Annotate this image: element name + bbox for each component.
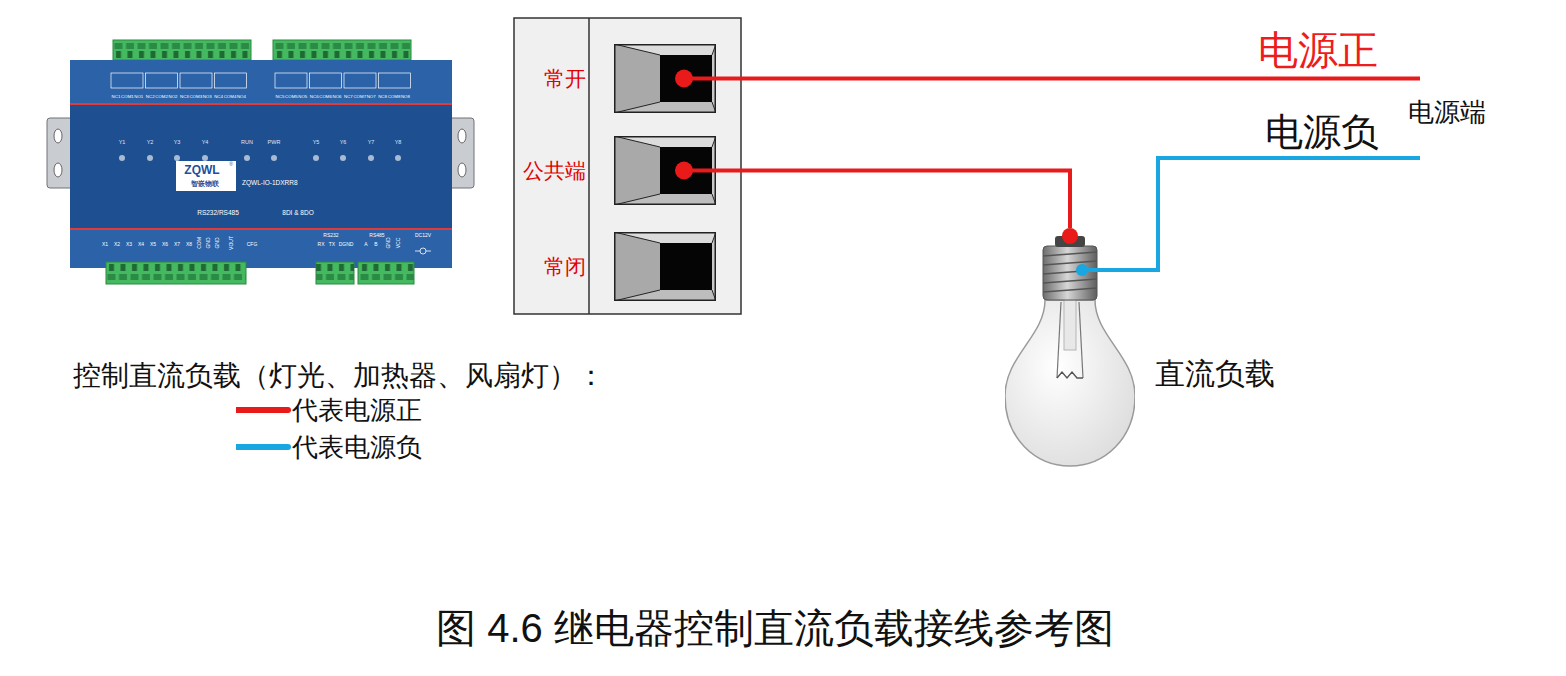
device-label: Y2 (147, 139, 154, 145)
device-label: TX (329, 242, 335, 248)
device-label: VCC (396, 238, 402, 249)
device-label: RUN (241, 139, 253, 145)
relay-pin-label: NC7 (344, 95, 353, 100)
legend-text: 代表电源负 (292, 430, 422, 465)
load-label: 直流负载 (1155, 357, 1275, 390)
device-label: COM (197, 237, 203, 249)
relay-pin-label: COM2 (155, 95, 168, 100)
legend-line (236, 442, 292, 452)
power-label: 电源正 (1258, 28, 1378, 72)
device-label: DGND (339, 242, 354, 248)
device-label: RX (318, 242, 325, 248)
device-label: X3 (126, 242, 132, 248)
device-label: B (374, 242, 377, 248)
device-body (70, 60, 452, 268)
legend-line (236, 405, 292, 415)
note-text: 控制直流负载（灯光、加热器、风扇灯）： (73, 361, 605, 392)
bulb-load: 直流负载 (1005, 228, 1135, 468)
relay-pin-label: NC8 (378, 95, 387, 100)
device-label: ZQWL (184, 164, 219, 177)
legend-text: 代表电源正 (292, 393, 422, 428)
relay-pin-label: COM4 (224, 95, 237, 100)
device-label: Y4 (202, 139, 209, 145)
figure-caption: 图 4.6 继电器控制直流负载接线参考图 (436, 606, 1114, 650)
terminal-block (106, 262, 414, 284)
device-label: Y8 (395, 139, 402, 145)
device-label: PWR (268, 139, 281, 145)
terminal-block (113, 40, 411, 60)
relay-pin-label: NO2 (168, 95, 177, 100)
relay-pin-label: NO1 (134, 95, 143, 100)
relay-pin-label: COM1 (121, 95, 134, 100)
relay-pin-label: NC4 (214, 95, 223, 100)
device-label: X1 (102, 242, 108, 248)
relay-pin-label: NO5 (298, 95, 307, 100)
device-label: 智嵌物联 (191, 180, 219, 188)
device-label: VOUT (229, 236, 235, 250)
relay-pin-label: NC1 (112, 95, 121, 100)
device-label: ZQWL-IO-1DXRR8 (242, 179, 298, 186)
terminal-label: 常闭 (544, 255, 586, 278)
power-label: 电源负 (1265, 112, 1379, 154)
terminal-symbol (614, 136, 716, 205)
device-label: Y6 (340, 139, 347, 145)
device-label: Y5 (313, 139, 320, 145)
terminal-symbol (614, 44, 716, 113)
relay-pin-label: NO7 (367, 95, 376, 100)
relay-pin-label: COM3 (189, 95, 202, 100)
legend-row: 代表电源负 (236, 429, 422, 465)
relay-housing (514, 18, 741, 314)
device-label: X5 (150, 242, 156, 248)
device-label: GND (386, 237, 392, 248)
device-label: GND (215, 237, 221, 248)
device-label: Y1 (119, 139, 126, 145)
device-label: Y3 (174, 139, 181, 145)
device-label: RS485 (369, 233, 384, 239)
device-label: A (364, 242, 367, 248)
relay-pin-label: COM7 (353, 95, 366, 100)
relay-pin-label: NO6 (332, 95, 341, 100)
device-label: CFG (247, 242, 258, 248)
bulb-symbol (1005, 228, 1135, 468)
negative-wire (1135, 158, 1420, 270)
device-label: X4 (138, 242, 144, 248)
positive-wire (716, 77, 1420, 81)
relay-terminal: 公共端 (614, 136, 716, 205)
terminal-label: 公共端 (523, 159, 586, 182)
relay-pin-label: NC6 (310, 95, 319, 100)
relay-terminal: 常开 (614, 44, 716, 113)
terminal-label: 常开 (544, 67, 586, 90)
legend-row: 代表电源正 (236, 392, 422, 428)
device-label: X7 (174, 242, 180, 248)
device-label: RS232 (323, 233, 338, 239)
device-label: X2 (114, 242, 120, 248)
device-label: 8DI & 8DO (282, 209, 313, 216)
device-label: ® (229, 162, 233, 168)
relay-pin-label: NC3 (180, 95, 189, 100)
relay-pin-label: NC2 (146, 95, 155, 100)
relay-pin-label: NO3 (203, 95, 212, 100)
relay-pin-label: COM6 (319, 95, 332, 100)
relay-terminal: 常闭 (614, 232, 716, 301)
terminal-symbol (614, 232, 716, 301)
relay-pin-label: NO4 (237, 95, 246, 100)
wire-connector (716, 171, 1070, 229)
device-label: RS232/RS485 (197, 209, 239, 216)
device-label: X8 (186, 242, 192, 248)
device-label: DC12V (415, 233, 431, 239)
relay-pin-label: NO8 (401, 95, 410, 100)
relay-pin-label: NC5 (276, 95, 285, 100)
device-label: X6 (162, 242, 168, 248)
power-label: 电源端 (1408, 98, 1486, 127)
device-label: Y7 (368, 139, 375, 145)
relay-pin-label: COM8 (388, 95, 401, 100)
relay-pin-label: COM5 (285, 95, 298, 100)
device-label: GND (206, 237, 212, 248)
